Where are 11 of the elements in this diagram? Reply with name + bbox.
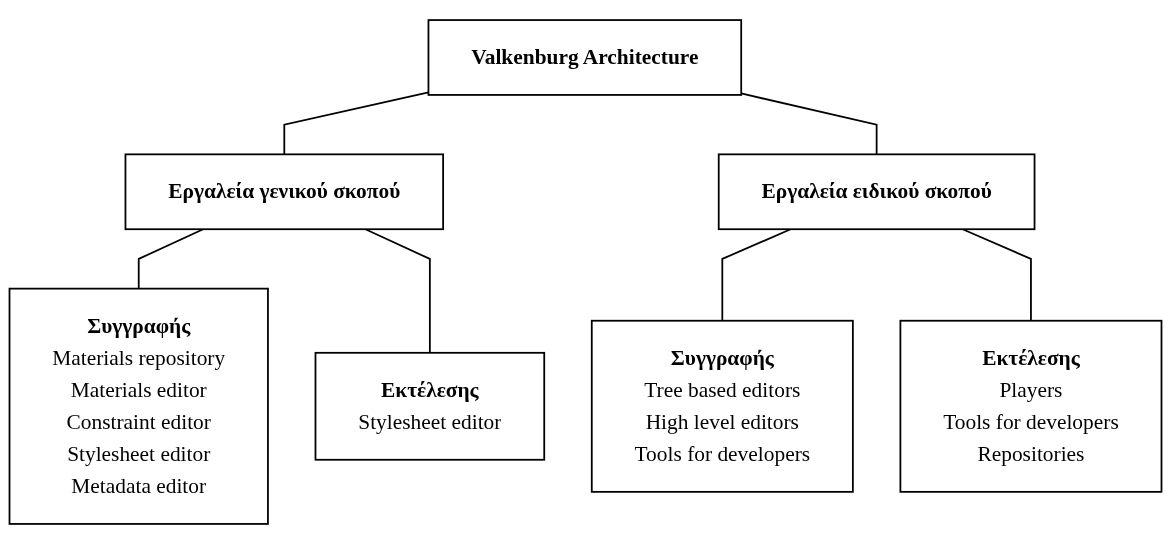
node-box: Εκτέλεσης Stylesheet editor xyxy=(314,351,546,461)
connector xyxy=(721,228,792,322)
connector xyxy=(740,92,878,156)
node-box: Συγγραφής Materials repository Materials editor Constraint editor Stylesheet editor Metadata editor xyxy=(8,287,269,525)
node-box: Συγγραφής Tree based editors High level editors Tools for developers xyxy=(590,319,854,493)
connector xyxy=(961,228,1032,322)
node-box: Εργαλεία ειδικού σκοπού xyxy=(717,153,1036,231)
connector xyxy=(364,228,431,354)
node-box: Valkenburg Architecture xyxy=(427,19,743,96)
node-box: Εκτέλεσης Players Tools for developers Repositories xyxy=(899,319,1163,493)
node-box: Εργαλεία γενικού σκοπού xyxy=(124,153,444,231)
